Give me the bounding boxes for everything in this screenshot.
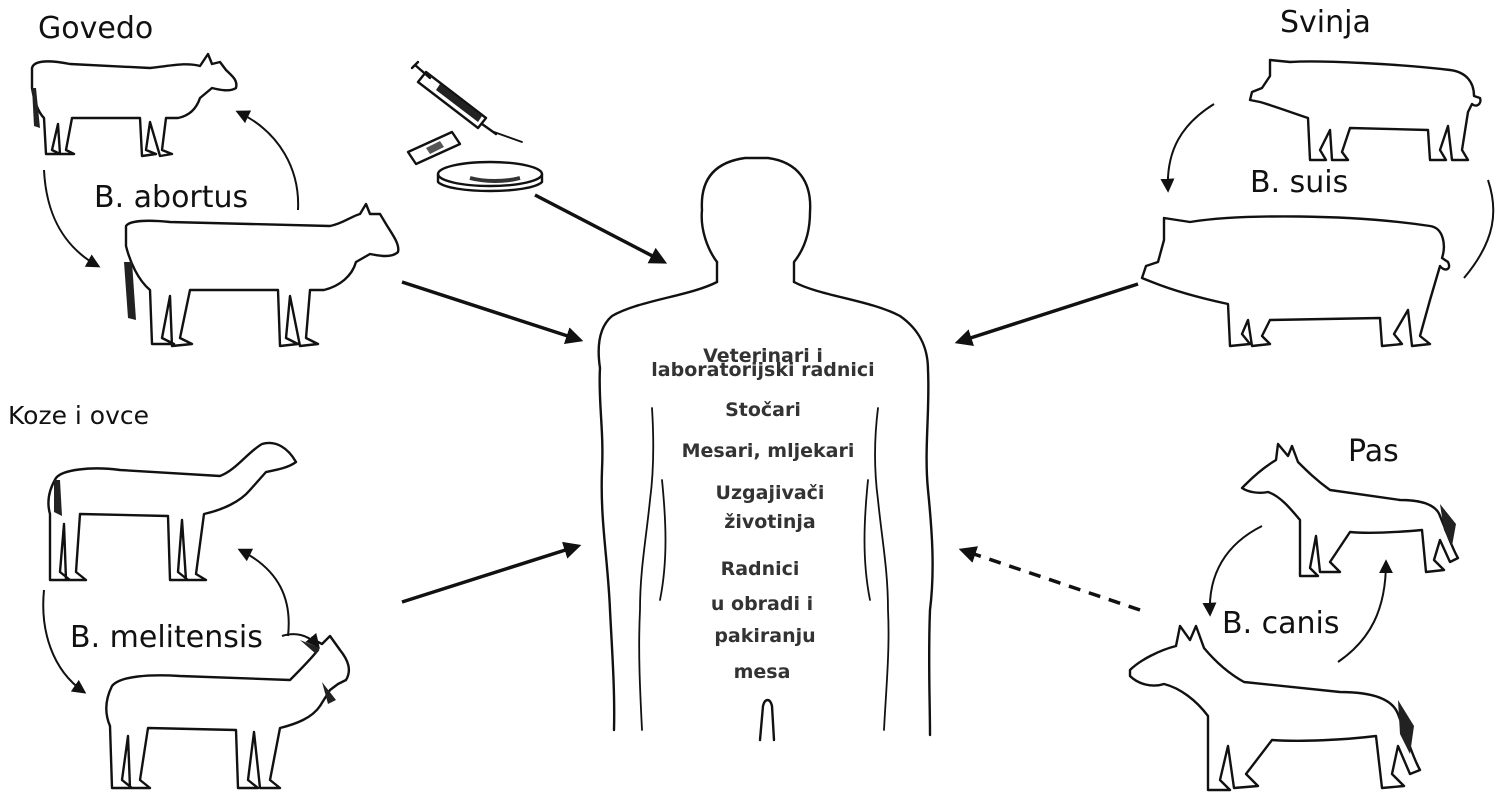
occupation-line-2-visible: laboratorijski radnici (651, 359, 874, 381)
occupation-line-8: u obradi i (711, 593, 813, 615)
dog-title: Pas (1348, 434, 1399, 469)
occupation-line-10: mesa (734, 661, 791, 683)
cattle-to-human-arrow (402, 282, 580, 340)
goat-sheep-title: Koze i ovce (8, 401, 149, 430)
dog-to-human-dashed-arrow (962, 550, 1140, 610)
goat-to-human-arrow (402, 546, 578, 602)
sheep-icon (48, 443, 296, 580)
syringe-icon (412, 62, 522, 142)
dog-cycle-arrow-down (1210, 526, 1262, 614)
goat-icon (106, 636, 349, 788)
pig-to-human-arrow (958, 284, 1138, 342)
slide-icon (408, 132, 460, 164)
goat-sheep-species-label: B. melitensis (70, 620, 263, 655)
cattle-cycle-arrow-down (44, 170, 98, 266)
dog-species-label: B. canis (1222, 606, 1340, 641)
cattle-species-label: B. abortus (94, 180, 248, 215)
occupation-line-7: Radnici (721, 558, 800, 580)
cattle-title: Govedo (38, 11, 153, 46)
occupation-line-5: Uzgajivači (716, 482, 825, 504)
occupation-line-6: životinja (724, 511, 815, 533)
occupation-line-9: pakiranju (714, 625, 815, 647)
pig-cycle-arrow-down (1168, 104, 1214, 190)
petri-dish-icon (438, 162, 542, 191)
occupation-line-3: Stočari (725, 399, 801, 421)
lab-to-human-arrow (535, 195, 664, 262)
pig-cycle-arrow-right (1464, 180, 1493, 278)
pig-species-label: B. suis (1250, 165, 1348, 200)
occupation-line-4: Mesari, mljekari (682, 440, 855, 462)
pig-title: Svinja (1280, 5, 1371, 40)
dog-cycle-arrow-up (1338, 562, 1386, 662)
pig-icon (1142, 60, 1480, 346)
